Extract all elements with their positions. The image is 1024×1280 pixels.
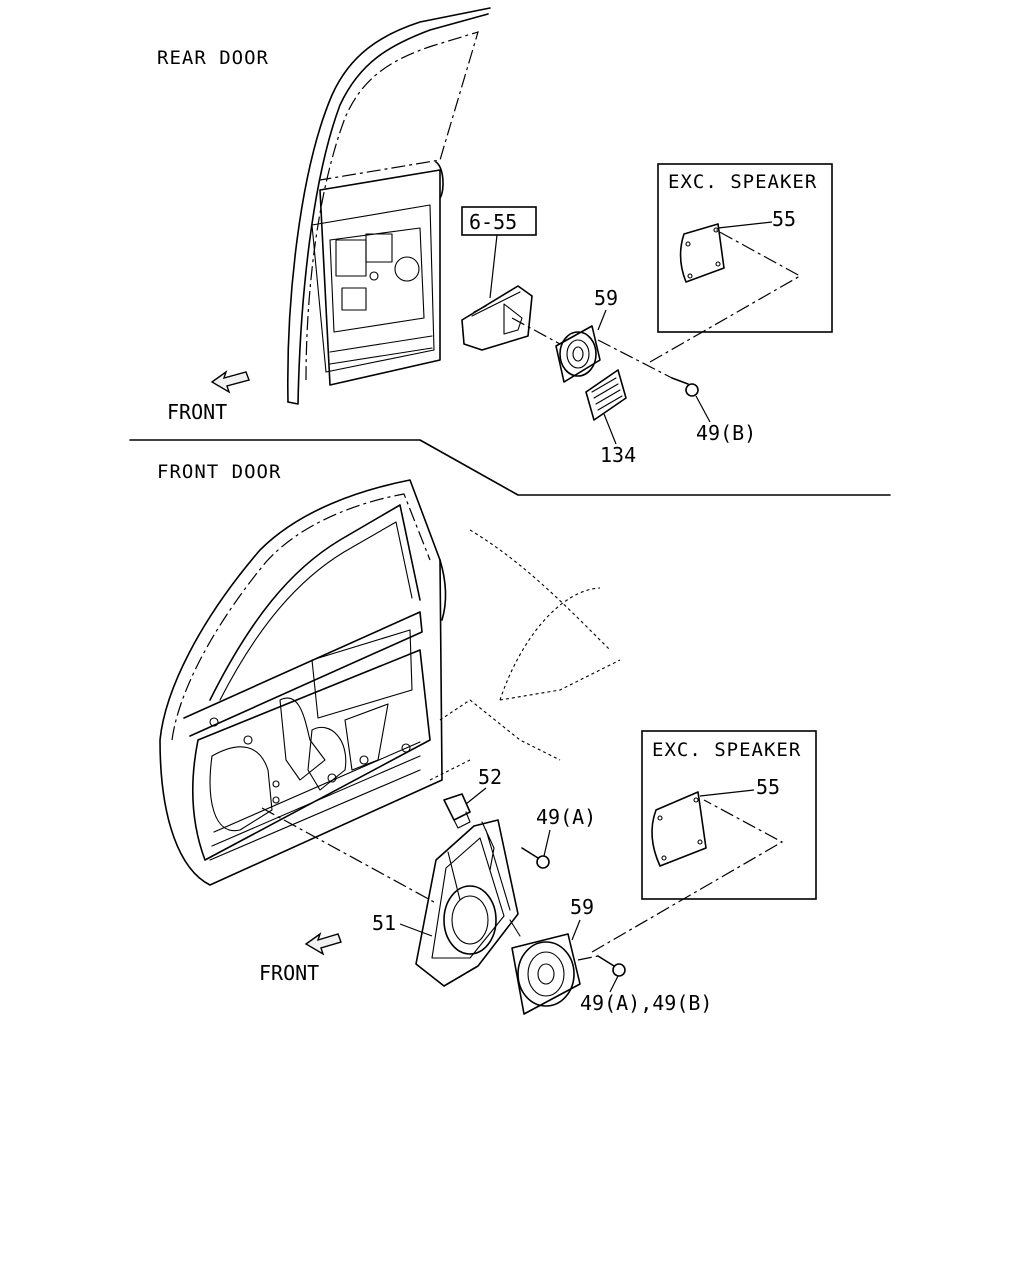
callout-52: 52: [478, 765, 502, 789]
callout-6-55: 6-55: [469, 210, 517, 234]
front-arrow-rear: FRONT: [167, 370, 250, 424]
front-arrow-front: FRONT: [259, 932, 342, 985]
callout-49a: 49(A): [536, 805, 596, 829]
exc-speaker-title-rear: EXC. SPEAKER: [668, 171, 817, 193]
exc-speaker-box-rear: EXC. SPEAKER 55: [657, 163, 833, 333]
front-speaker-59: 59: [511, 895, 594, 1015]
front-label-rear: FRONT: [167, 400, 227, 424]
bracket-51: 51: [372, 819, 521, 987]
front-door-panel: [159, 479, 447, 886]
section-divider: [129, 439, 891, 496]
screw-49ab: 49(A),49(B): [580, 955, 712, 1015]
body-fender-outline: [429, 529, 621, 781]
clip-52: 52: [443, 765, 502, 829]
grille-134: 134: [585, 369, 636, 467]
callout-59-front: 59: [570, 895, 594, 919]
callout-55-front: 55: [756, 775, 780, 799]
callout-49b-rear: 49(B): [696, 421, 756, 445]
callout-51: 51: [372, 911, 396, 935]
rear-door-title: REAR DOOR: [157, 47, 269, 69]
exc-speaker-title-front: EXC. SPEAKER: [652, 739, 801, 761]
rear-speaker-59: 59: [555, 286, 618, 383]
screw-49b-rear: 49(B): [671, 377, 756, 445]
rear-bracket: [461, 285, 533, 351]
front-door-title: FRONT DOOR: [157, 461, 281, 483]
front-door-section: FRONT DOOR: [157, 461, 817, 1015]
rear-door-panel: [287, 7, 491, 405]
front-label-front: FRONT: [259, 961, 319, 985]
callout-49ab: 49(A),49(B): [580, 991, 712, 1015]
callout-55-rear: 55: [772, 207, 796, 231]
screw-49a: 49(A): [521, 805, 596, 869]
ref-box-6-55: 6-55: [461, 206, 537, 299]
callout-59-rear: 59: [594, 286, 618, 310]
rear-door-section: REAR DOOR FRONT 6-55: [157, 7, 833, 467]
exc-speaker-box-front: EXC. SPEAKER 55: [641, 730, 817, 900]
callout-134: 134: [600, 443, 636, 467]
